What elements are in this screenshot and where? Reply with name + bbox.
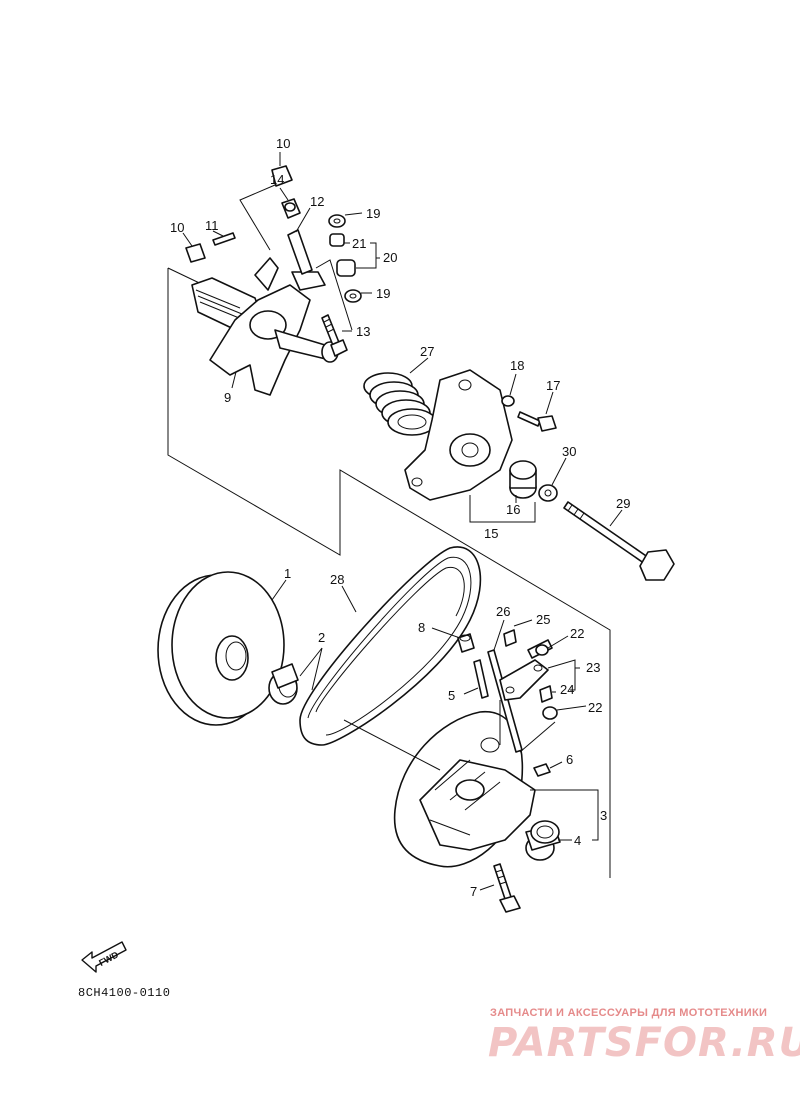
callout-9: 9 [224, 390, 231, 405]
assembly-outline-upper [167, 268, 611, 878]
bolt-part-13 [315, 259, 353, 357]
fixed-sheave-part-1 [157, 571, 287, 726]
slider-part-6 [533, 761, 563, 777]
callout-12: 12 [310, 194, 324, 209]
weight-part-8 [431, 627, 475, 653]
bushing-part-16 [509, 460, 537, 503]
pin-part-5 [463, 659, 489, 699]
callout-22-bottom: 22 [588, 700, 602, 715]
callout-26: 26 [496, 604, 510, 619]
shaft-part-12 [287, 207, 313, 275]
callout-14: 14 [270, 172, 284, 187]
callout-22-top: 22 [570, 626, 584, 641]
callout-11: 11 [205, 218, 219, 233]
spring-part-27 [363, 357, 437, 436]
callout-30: 30 [562, 444, 576, 459]
forward-arrow-icon: FWD [81, 941, 127, 973]
washer-part-19-top [328, 212, 363, 228]
roller-part-10-left [182, 232, 206, 263]
collar-part-2 [268, 647, 323, 705]
bushing-part-4 [525, 820, 572, 861]
callout-5: 5 [448, 688, 455, 703]
callout-24: 24 [560, 682, 574, 697]
bolt-part-17 [517, 391, 557, 432]
callout-16: 16 [506, 502, 520, 517]
callout-8: 8 [418, 620, 425, 635]
callout-3: 3 [600, 808, 607, 823]
washer-part-19-bottom [344, 289, 372, 303]
bolt-part-29 [563, 501, 675, 581]
nut-part-14 [279, 187, 301, 219]
callout-4: 4 [574, 833, 581, 848]
callout-19-bottom: 19 [376, 286, 390, 301]
roller-part-25 [503, 619, 533, 647]
callout-10-top: 10 [276, 136, 290, 151]
bushing-part-21 [329, 233, 350, 247]
washer-part-22-top [535, 635, 569, 656]
bushing-part-20 [336, 242, 380, 277]
spider-hub-part-9 [191, 257, 339, 396]
callout-29: 29 [616, 496, 630, 511]
washer-part-30 [538, 457, 567, 502]
roller-part-10-top [271, 152, 293, 187]
callout-6: 6 [566, 752, 573, 767]
callout-18: 18 [510, 358, 524, 373]
bolt-part-7 [479, 863, 521, 913]
callout-17: 17 [546, 378, 560, 393]
diagram-reference-code: 8CH4100-0110 [78, 986, 171, 1000]
callout-21: 21 [352, 236, 366, 251]
callout-13: 13 [356, 324, 370, 339]
movable-sheave-part-3 [393, 711, 599, 868]
drive-belt-part-28 [299, 546, 482, 746]
callout-7: 7 [470, 884, 477, 899]
pin-part-11 [212, 230, 236, 246]
callout-25: 25 [536, 612, 550, 627]
callout-15: 15 [484, 526, 498, 541]
cam-plate-part-15 [404, 369, 536, 523]
watermark-tagline: ЗАПЧАСТИ И АКСЕССУАРЫ ДЛЯ МОТОТЕХНИКИ [490, 1007, 768, 1019]
callout-23: 23 [586, 660, 600, 675]
washer-part-22-bottom [542, 705, 587, 720]
callout-labels: 10 14 12 19 10 11 21 20 19 13 27 18 17 9… [170, 136, 630, 899]
callout-27: 27 [420, 344, 434, 359]
collar-part-24 [539, 685, 556, 703]
callout-19-top: 19 [366, 206, 380, 221]
callout-28: 28 [330, 572, 344, 587]
callout-1: 1 [284, 566, 291, 581]
callout-2: 2 [318, 630, 325, 645]
watermark-logo: PARTSFOR.RU [488, 1020, 800, 1066]
callout-20: 20 [383, 250, 397, 265]
callout-10-left: 10 [170, 220, 184, 235]
washer-part-18 [501, 373, 517, 407]
